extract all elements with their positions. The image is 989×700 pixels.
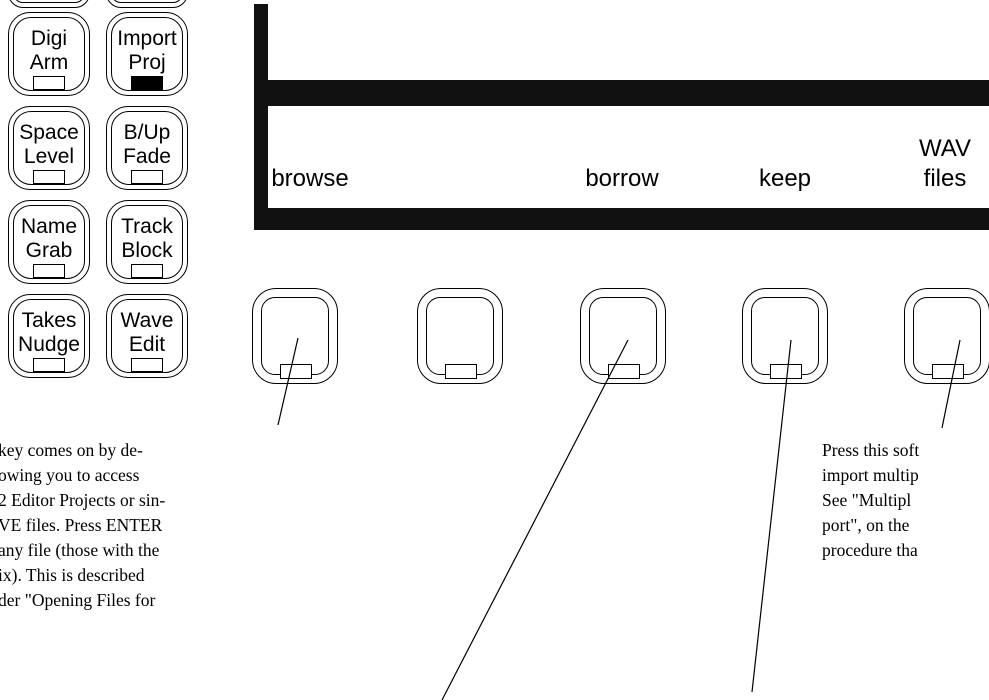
- note-right: Press this soft import multip See "Multi…: [822, 438, 989, 563]
- wave-edit-key[interactable]: Wave Edit: [106, 294, 188, 378]
- key-label: Space Level: [19, 121, 79, 168]
- name-grab-key[interactable]: Name Grab: [8, 200, 90, 284]
- note-line: 2 Editor Projects or sin-: [0, 490, 166, 510]
- takes-nudge-key[interactable]: Takes Nudge: [8, 294, 90, 378]
- key-label: Takes Nudge: [18, 309, 80, 356]
- callout-line-borrow: [441, 339, 629, 700]
- key-led: [33, 264, 65, 278]
- key-label: Digi Arm: [29, 27, 69, 74]
- key-led: [33, 76, 65, 90]
- key-label: Import Proj: [117, 27, 177, 74]
- softkey-label-browse: browse: [271, 165, 349, 192]
- note-line: procedure tha: [822, 540, 918, 560]
- softkey-label-borrow: borrow: [585, 165, 659, 192]
- note-line: any file (those with the: [0, 540, 160, 560]
- callout-line-wav-files: [941, 339, 961, 429]
- softkey-wav-files[interactable]: [904, 288, 989, 384]
- note-line: import multip: [822, 465, 919, 485]
- key-led: [33, 170, 65, 184]
- key-inner: [111, 299, 183, 373]
- note-line: Press this soft: [822, 440, 920, 460]
- note-line: key comes on by de-: [0, 440, 143, 460]
- bup-fade-key[interactable]: B/Up Fade: [106, 106, 188, 190]
- track-block-key[interactable]: Track Block: [106, 200, 188, 284]
- key-led: [131, 170, 163, 184]
- note-line: VE files. Press ENTER: [0, 515, 163, 535]
- digi-arm-key[interactable]: Digi Arm: [8, 12, 90, 96]
- space-level-key[interactable]: Space Level: [8, 106, 90, 190]
- softkey-led: [280, 364, 312, 379]
- softkey-borrow[interactable]: [580, 288, 666, 384]
- key-inner: [111, 17, 183, 91]
- key-led: [33, 358, 65, 372]
- softkey-browse[interactable]: [252, 288, 338, 384]
- softkey-label-wav-files: WAV files: [919, 135, 971, 192]
- note-line: port", on the: [822, 515, 910, 535]
- key-label: Name Grab: [20, 215, 78, 262]
- note-line: der "Opening Files for: [0, 590, 156, 610]
- key-led: [131, 358, 163, 372]
- note-line: See "Multipl: [822, 490, 912, 510]
- key-inner: [13, 205, 85, 279]
- softkey-led: [932, 364, 964, 379]
- display-left-border: [254, 4, 268, 230]
- display-lower-bar: [254, 208, 989, 230]
- note-line: ix). This is described: [0, 565, 145, 585]
- key-inner: [13, 111, 85, 185]
- softkey-2[interactable]: [417, 288, 503, 384]
- display-upper-bar: [254, 80, 989, 106]
- key-inner: [13, 17, 85, 91]
- key-led-lit: [131, 76, 163, 90]
- softkey-led: [445, 364, 477, 379]
- callout-line-keep: [751, 339, 792, 693]
- key-inner: [111, 111, 183, 185]
- softkey-led: [770, 364, 802, 379]
- key-led: [131, 264, 163, 278]
- key-label: Wave Edit: [120, 309, 174, 356]
- note-left: key comes on by de- owing you to access …: [0, 438, 228, 613]
- import-proj-key[interactable]: Import Proj: [106, 12, 188, 96]
- key-label: Track Block: [121, 215, 173, 262]
- softkey-led: [608, 364, 640, 379]
- key-inner: [13, 299, 85, 373]
- note-line: owing you to access: [0, 465, 140, 485]
- key-inner: [111, 205, 183, 279]
- callout-line-browse: [277, 337, 299, 426]
- softkey-label-keep: keep: [758, 165, 812, 192]
- softkey-keep[interactable]: [742, 288, 828, 384]
- key-label: B/Up Fade: [123, 121, 171, 168]
